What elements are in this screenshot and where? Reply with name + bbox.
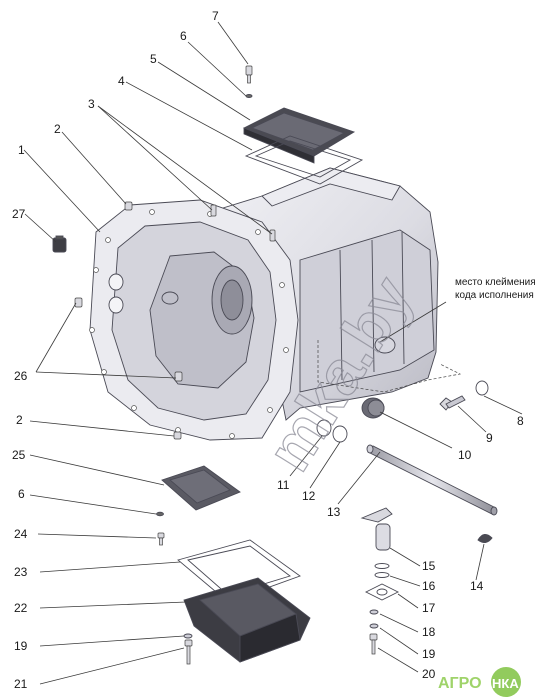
washer-19 [183,633,193,639]
marking-note-line2: кода исполнения [455,290,534,301]
callout-labels: 7 6 5 4 3 2 1 27 26 2 25 6 24 23 22 19 2… [12,9,536,691]
cover-plate-25 [161,465,241,511]
agronka-logo: АГРО НКА [438,667,521,697]
gasket-23 [177,539,301,603]
leader-lines [23,21,523,685]
callout-12: 12 [302,489,316,503]
callout-6-bottom: 6 [18,487,25,501]
callout-23: 23 [14,565,28,579]
callout-19-left: 19 [14,639,28,653]
bolt-21 [184,639,193,665]
washer-6 [156,511,164,517]
bearing-cap-10 [361,397,385,419]
washers-18-19 [369,609,379,629]
plate-17 [364,583,400,601]
callout-9: 9 [486,431,493,445]
bolt-9 [439,395,466,411]
lever-15 [360,507,393,551]
plug-27 [52,235,67,253]
callout-19-right: 19 [422,647,436,661]
callout-26: 26 [14,369,28,383]
rings-16 [374,563,390,578]
key-14 [477,534,493,543]
callout-21: 21 [14,677,28,691]
callout-5: 5 [150,52,157,66]
shaft-13 [366,444,498,516]
callout-15: 15 [422,559,436,573]
svg-text:АГРО: АГРО [438,675,482,692]
bolt-24 [157,532,165,546]
callout-7: 7 [212,9,219,23]
callout-4: 4 [118,74,125,88]
callout-1: 1 [18,143,25,157]
callout-25: 25 [12,448,26,462]
callout-20: 20 [422,667,436,681]
cover-screw [245,65,253,99]
callout-16: 16 [422,579,436,593]
callout-8: 8 [517,414,524,428]
svg-text:НКА: НКА [492,676,519,691]
cover-gasket [244,135,364,185]
callout-17: 17 [422,601,436,615]
callout-24: 24 [14,527,28,541]
callout-2-bottom: 2 [16,413,23,427]
callout-14: 14 [470,579,484,593]
callout-18: 18 [422,625,436,639]
callout-6-top: 6 [180,29,187,43]
callout-27: 27 [12,207,26,221]
marking-note-line1: место клеймения [455,277,536,288]
callout-13: 13 [327,505,341,519]
callout-2-top: 2 [54,122,61,136]
gearbox-housing [74,167,462,441]
bolt-20 [369,633,378,655]
callout-22: 22 [14,601,28,615]
callout-11: 11 [277,478,290,492]
seal-ring-11 [316,419,332,437]
seal-ring-8 [475,380,489,396]
callout-10: 10 [458,448,472,462]
oil-pan-22 [183,577,311,663]
top-cover [242,107,356,164]
callout-3: 3 [88,97,95,111]
